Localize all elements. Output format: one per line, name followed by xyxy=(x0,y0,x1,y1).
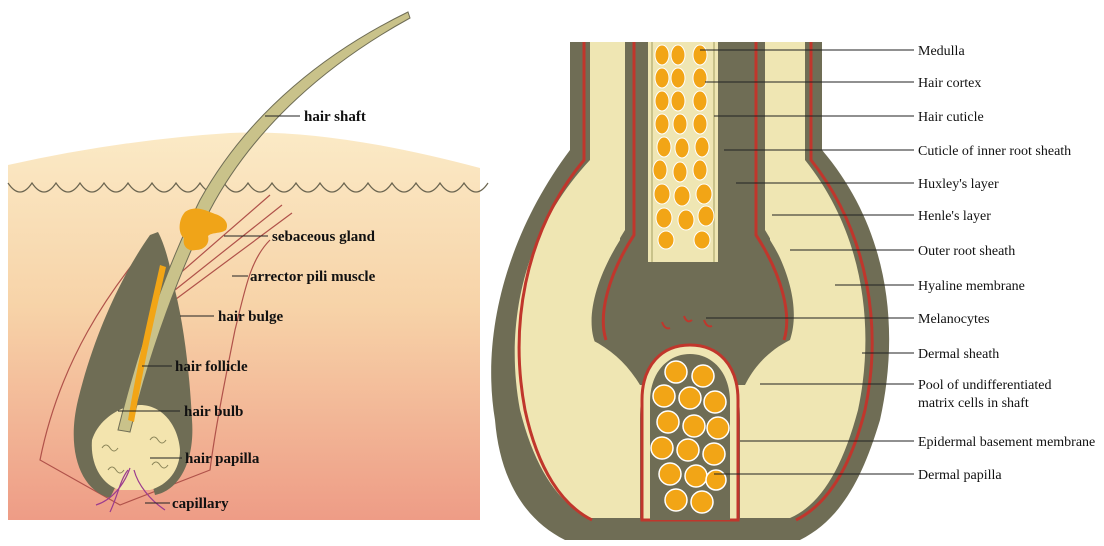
label-hair-cortex: Hair cortex xyxy=(918,76,981,91)
label-hair-papilla: hair papilla xyxy=(185,451,260,467)
label-melanocytes: Melanocytes xyxy=(918,312,990,327)
label-epidermal-basement-membrane: Epidermal basement membrane xyxy=(918,435,1095,450)
label-huxleys-layer: Huxley's layer xyxy=(918,177,999,192)
label-outer-root-sheath: Outer root sheath xyxy=(918,244,1015,259)
label-dermal-sheath: Dermal sheath xyxy=(918,347,999,362)
label-medulla: Medulla xyxy=(918,44,965,59)
label-pool-line-1: Pool of undifferentiated xyxy=(918,378,1052,393)
label-hair-follicle: hair follicle xyxy=(175,359,248,375)
label-pool-line-2: matrix cells in shaft xyxy=(918,396,1029,411)
left-panel: hair shaft sebaceous gland arrector pili… xyxy=(8,12,488,520)
label-capillary: capillary xyxy=(172,496,229,512)
label-hair-bulge: hair bulge xyxy=(218,309,283,325)
label-hair-shaft: hair shaft xyxy=(304,109,366,125)
label-hyaline-membrane: Hyaline membrane xyxy=(918,279,1025,294)
label-hair-bulb: hair bulb xyxy=(184,404,243,420)
label-dermal-papilla: Dermal papilla xyxy=(918,468,1002,483)
label-hair-cuticle: Hair cuticle xyxy=(918,110,984,125)
right-panel: Medulla Hair cortex Hair cuticle Cuticle… xyxy=(491,42,1095,540)
label-cuticle-inner-root-sheath: Cuticle of inner root sheath xyxy=(918,144,1071,159)
label-henles-layer: Henle's layer xyxy=(918,209,991,224)
medulla-cells xyxy=(653,45,714,249)
label-sebaceous-gland: sebaceous gland xyxy=(272,229,376,245)
label-arrector-pili-muscle: arrector pili muscle xyxy=(250,269,376,285)
